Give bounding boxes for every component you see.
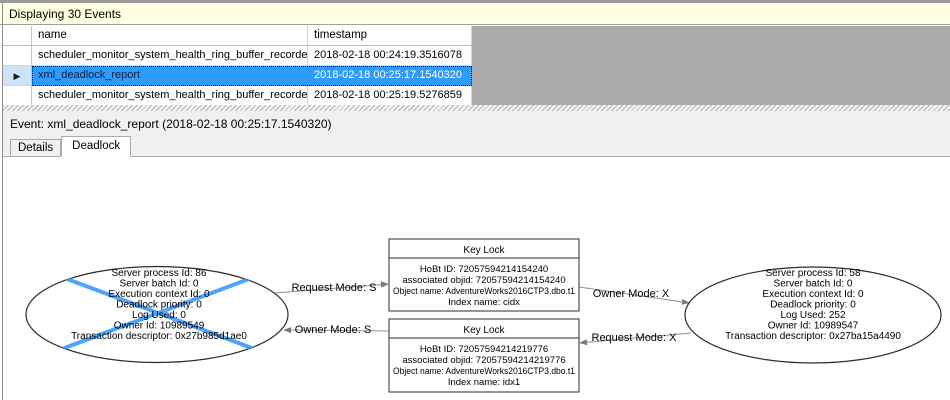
edge-label-owner-x: Owner Mode: X — [593, 288, 670, 300]
svg-text:Object name: AdventureWorks201: Object name: AdventureWorks2016CTP3.dbo.… — [393, 286, 575, 297]
grid-header-row: name timestamp — [3, 26, 472, 46]
table-row[interactable]: scheduler_monitor_system_health_ring_buf… — [3, 46, 472, 66]
svg-text:associated objid: 720575942141: associated objid: 72057594214154240 — [402, 275, 565, 286]
row-gutter[interactable]: ▶ — [3, 66, 32, 86]
tab-deadlock[interactable]: Deadlock — [61, 136, 132, 157]
svg-text:Server process Id: 58: Server process Id: 58 — [765, 268, 860, 279]
svg-text:Deadlock priority: 0: Deadlock priority: 0 — [770, 300, 856, 311]
table-row-selected[interactable]: ▶ xml_deadlock_report 2018-02-18 00:25:1… — [3, 66, 472, 86]
resource-node-top: Key Lock HoBt ID: 72057594214154240 asso… — [388, 238, 580, 312]
edge-label-owner-s: Owner Mode: S — [295, 324, 371, 336]
process-node-victim: Server process Id: 86 Server batch Id: 0… — [25, 265, 289, 364]
event-title-bar: Event: xml_deadlock_report (2018-02-18 0… — [3, 111, 950, 136]
cell-timestamp[interactable]: 2018-02-18 00:25:17.1540320 — [308, 66, 472, 86]
svg-text:Owner Id: 10989549: Owner Id: 10989549 — [114, 321, 205, 332]
svg-text:Index name: cidx: Index name: cidx — [448, 297, 520, 308]
deadlock-edges — [274, 284, 692, 343]
svg-text:HoBt ID: 72057594214154240: HoBt ID: 72057594214154240 — [420, 264, 548, 275]
cell-name[interactable]: scheduler_monitor_system_health_ring_buf… — [32, 86, 308, 106]
cell-timestamp[interactable]: 2018-02-18 00:24:19.3516078 — [308, 46, 472, 66]
svg-text:Execution context Id: 0: Execution context Id: 0 — [108, 289, 210, 300]
row-gutter[interactable] — [3, 86, 32, 106]
arrowheads — [283, 281, 690, 346]
svg-text:HoBt ID: 72057594214219776: HoBt ID: 72057594214219776 — [420, 344, 548, 355]
svg-text:Index name: idx1: Index name: idx1 — [448, 377, 520, 388]
svg-text:Transaction descriptor: 0x27b9: Transaction descriptor: 0x27b985d1ae0 — [71, 331, 247, 342]
grid-corner-cell — [3, 26, 32, 46]
svg-text:Log Used: 0: Log Used: 0 — [132, 310, 186, 321]
svg-text:Execution context Id: 0: Execution context Id: 0 — [762, 289, 864, 300]
resource-node-bottom: Key Lock HoBt ID: 72057594214219776 asso… — [388, 318, 580, 393]
cell-name[interactable]: xml_deadlock_report — [32, 66, 308, 86]
cell-name[interactable]: scheduler_monitor_system_health_ring_buf… — [32, 46, 308, 66]
victim-cross-icon — [50, 271, 266, 355]
process-node-owner: Server process Id: 58 Server batch Id: 0… — [684, 266, 942, 364]
svg-text:Transaction descriptor: 0x27ba: Transaction descriptor: 0x27ba15a4490 — [725, 331, 901, 342]
deadlock-graph: Request Mode: S Owner Mode: S Owner Mode… — [25, 238, 942, 393]
svg-text:Object name: AdventureWorks201: Object name: AdventureWorks2016CTP3.dbo.… — [393, 366, 575, 377]
resource-title: Key Lock — [463, 245, 505, 256]
deadlock-graph-panel: Request Mode: S Owner Mode: S Owner Mode… — [3, 157, 950, 400]
svg-text:Owner Id: 10989547: Owner Id: 10989547 — [768, 321, 859, 332]
edge-label-request-s: Request Mode: S — [292, 282, 377, 294]
events-grid: name timestamp scheduler_monitor_system_… — [3, 26, 950, 106]
svg-text:Server batch Id: 0: Server batch Id: 0 — [774, 279, 853, 290]
table-row[interactable]: scheduler_monitor_system_health_ring_buf… — [3, 86, 472, 106]
horizontal-splitter[interactable] — [3, 105, 950, 111]
tab-strip: Details Deadlock — [3, 136, 950, 157]
resource-title: Key Lock — [463, 325, 505, 336]
svg-text:Log Used: 252: Log Used: 252 — [780, 310, 845, 321]
column-header-name[interactable]: name — [32, 26, 308, 46]
events-count-bar: Displaying 30 Events — [0, 3, 950, 25]
tab-details[interactable]: Details — [10, 139, 62, 156]
row-gutter[interactable] — [3, 46, 32, 66]
top-strip — [0, 0, 950, 3]
svg-text:Server process Id: 86: Server process Id: 86 — [111, 268, 206, 279]
current-row-marker-icon: ▶ — [13, 71, 21, 81]
svg-text:Server batch Id: 0: Server batch Id: 0 — [120, 279, 199, 290]
panel-left-border — [2, 3, 3, 400]
edge-label-request-x: Request Mode: X — [592, 332, 678, 344]
svg-text:associated objid: 720575942142: associated objid: 72057594214219776 — [402, 355, 565, 366]
svg-text:Deadlock priority: 0: Deadlock priority: 0 — [116, 300, 202, 311]
cell-timestamp[interactable]: 2018-02-18 00:25:19.5276859 — [308, 86, 472, 106]
column-header-timestamp[interactable]: timestamp — [308, 26, 472, 46]
